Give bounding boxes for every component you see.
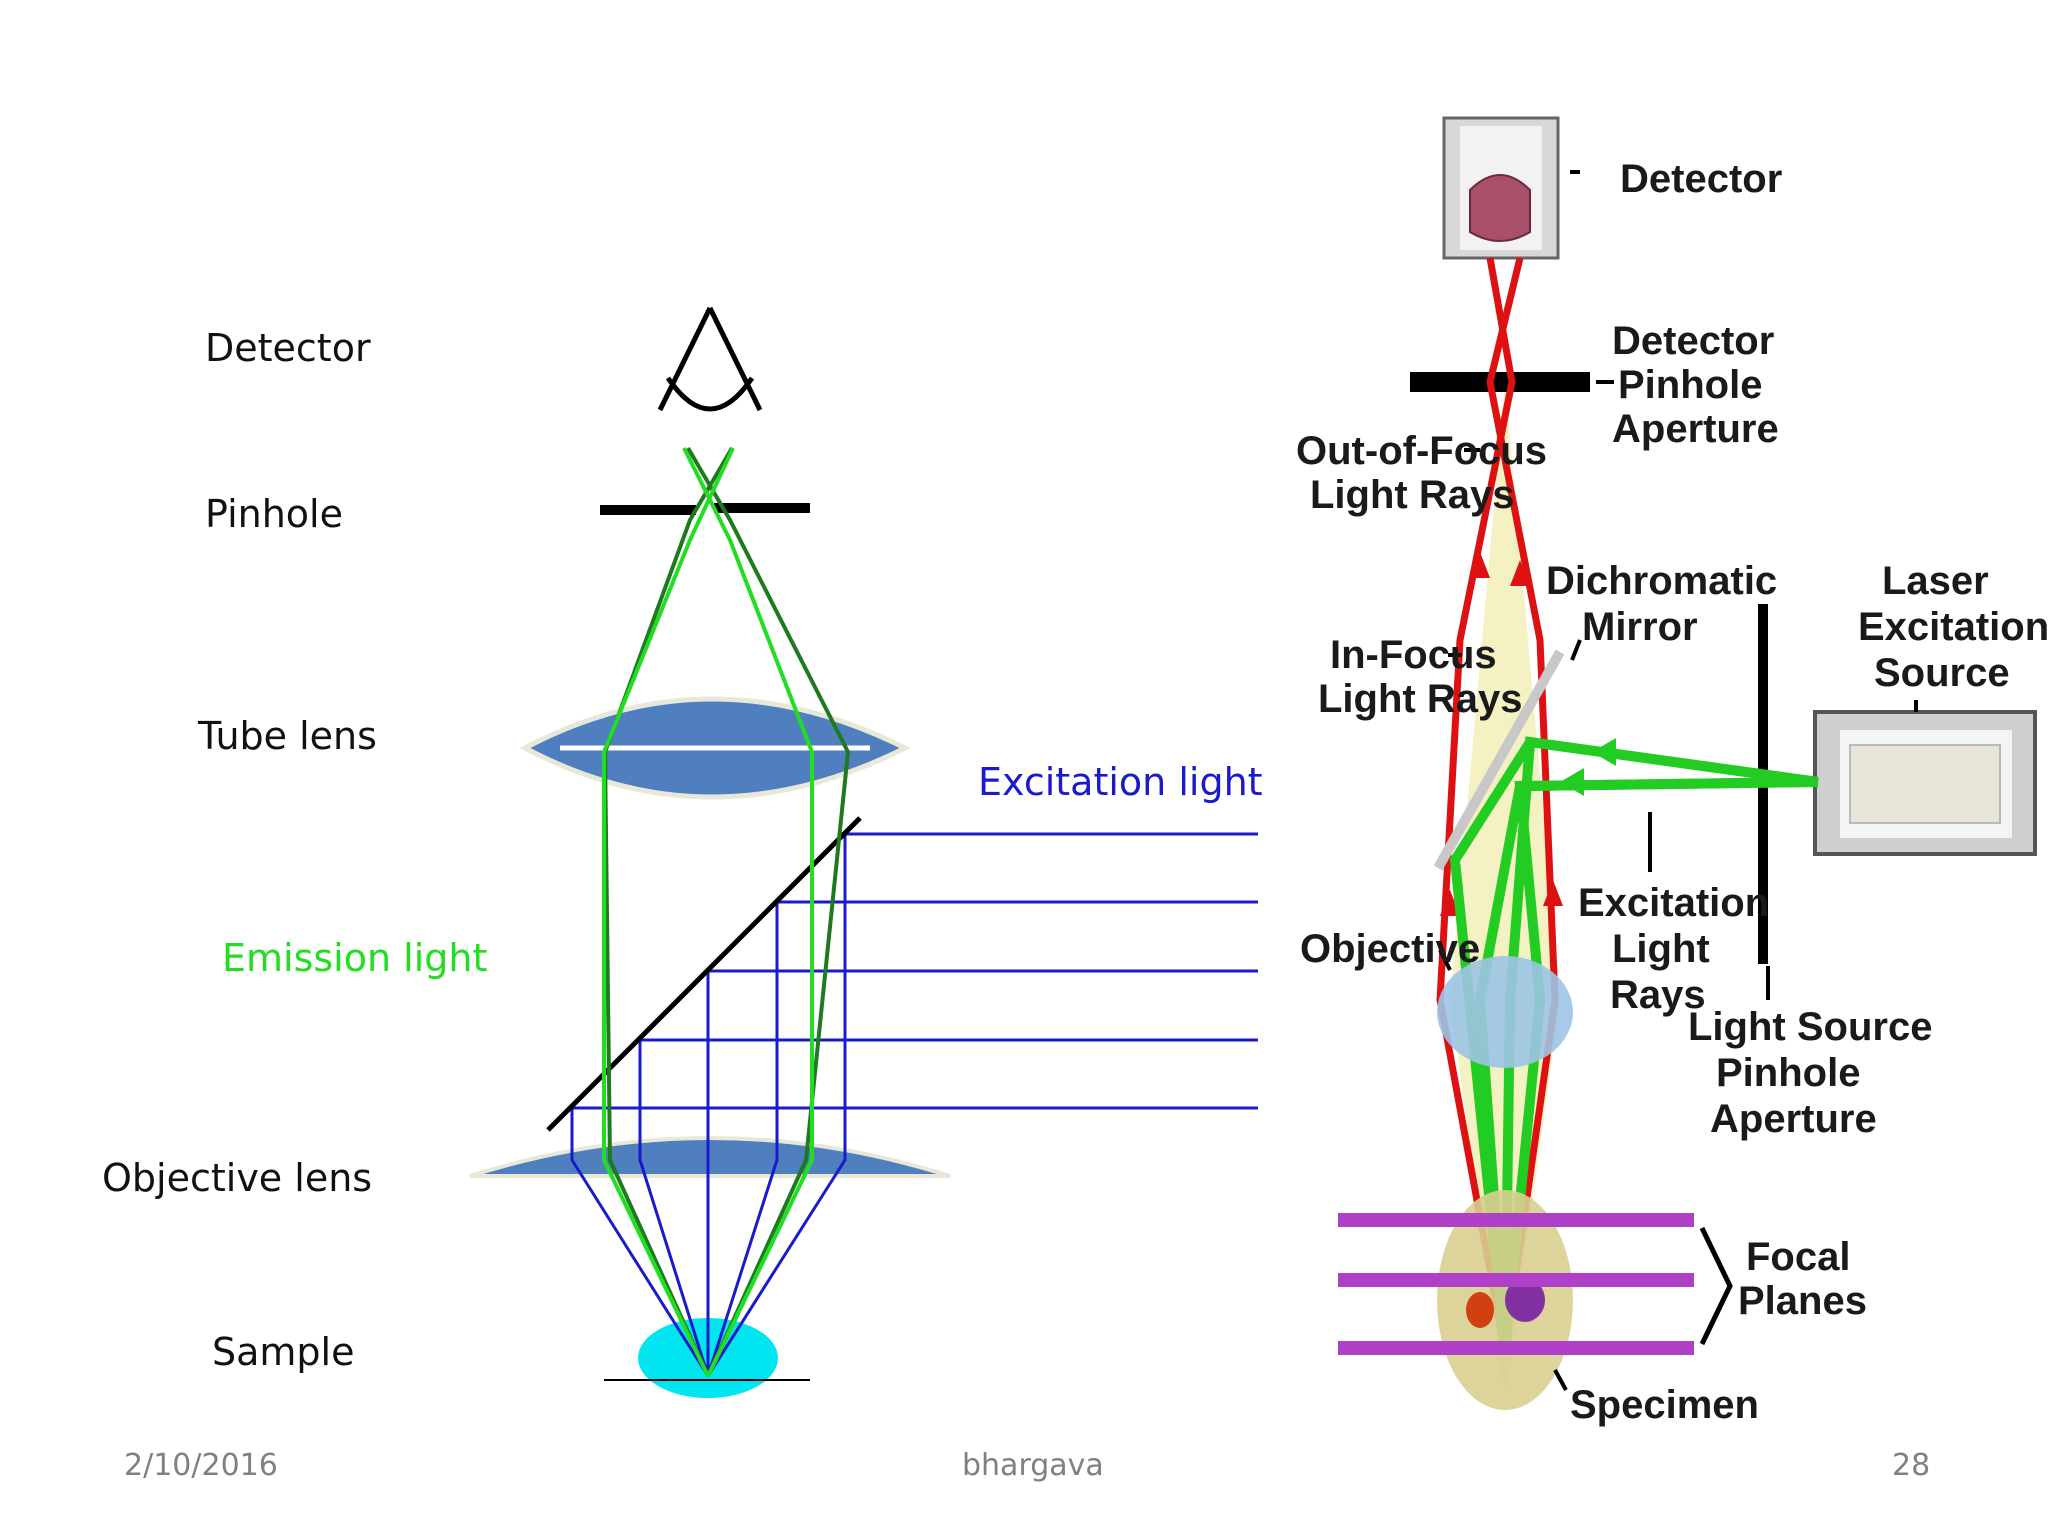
footer-author: bhargava	[962, 1448, 1104, 1483]
rlabel-excitation-2: Light	[1612, 927, 1710, 971]
emission-rays-light	[602, 447, 814, 1377]
rlabel-focal-2: Planes	[1738, 1279, 1867, 1323]
dichromatic-mirror	[1433, 649, 1565, 871]
rlabel-pinhole-1: Detector	[1612, 319, 1774, 363]
rlabel-focal-1: Focal	[1746, 1235, 1850, 1279]
detector-housing-icon	[1442, 116, 1560, 260]
dichroic-mirror-line	[546, 816, 862, 1132]
rlabel-pinhole-2: Pinhole	[1618, 363, 1762, 407]
detector-pinhole-bar	[1410, 372, 1590, 392]
focal-planes	[1338, 1213, 1694, 1355]
left-confocal-diagram	[469, 306, 1258, 1398]
objective-lens	[469, 1136, 951, 1178]
rlabel-lsp-1: Light Source	[1688, 1005, 1932, 1049]
rlabel-excitation-1: Excitation	[1578, 881, 1769, 925]
rlabel-excitation-3: Rays	[1610, 973, 1706, 1017]
rlabel-laser-2: Excitation	[1858, 605, 2048, 649]
rlabel-dichromatic-1: Dichromatic	[1546, 559, 1777, 603]
label-objective-lens: Objective lens	[102, 1156, 373, 1200]
rlabel-pinhole-3: Aperture	[1612, 407, 1779, 451]
rlabel-objective: Objective	[1300, 927, 1480, 971]
pinhole-plate	[600, 503, 810, 515]
rlabel-detector: Detector	[1620, 157, 1782, 201]
footer-page-number: 28	[1892, 1448, 1931, 1483]
footer-date: 2/10/2016	[124, 1448, 278, 1483]
rlabel-in-focus-2: Light Rays	[1318, 677, 1522, 721]
rlabel-laser-1: Laser	[1882, 559, 1989, 603]
label-emission-light: Emission light	[222, 936, 488, 980]
excitation-green-rays	[1449, 736, 1819, 1353]
light-source-pinhole-bar	[1758, 604, 1768, 964]
objective-lens-icon	[1437, 956, 1573, 1068]
label-tube-lens: Tube lens	[198, 714, 377, 758]
rlabel-lsp-3: Aperture	[1710, 1097, 1877, 1141]
excitation-rays	[570, 832, 1258, 1377]
rlabel-laser-3: Source	[1874, 651, 2010, 695]
rlabel-dichromatic-2: Mirror	[1582, 605, 1698, 649]
laser-source-icon	[1813, 710, 2037, 856]
in-focus-red-rays	[1436, 257, 1559, 1353]
label-excitation-light: Excitation light	[978, 760, 1263, 804]
rlabel-lsp-2: Pinhole	[1716, 1051, 1860, 1095]
specimen-icon	[1437, 1190, 1573, 1410]
label-detector: Detector	[205, 326, 371, 370]
label-pinhole: Pinhole	[205, 492, 343, 536]
rlabel-in-focus-1: In-Focus	[1330, 633, 1497, 677]
light-cone	[1450, 382, 1560, 1000]
rlabel-out-of-focus-2: Light Rays	[1310, 473, 1514, 517]
rlabel-out-of-focus-1: Out-of-Focus	[1296, 429, 1547, 473]
label-sample: Sample	[212, 1330, 355, 1374]
rlabel-specimen: Specimen	[1570, 1383, 1759, 1427]
detector-icon	[657, 306, 763, 412]
